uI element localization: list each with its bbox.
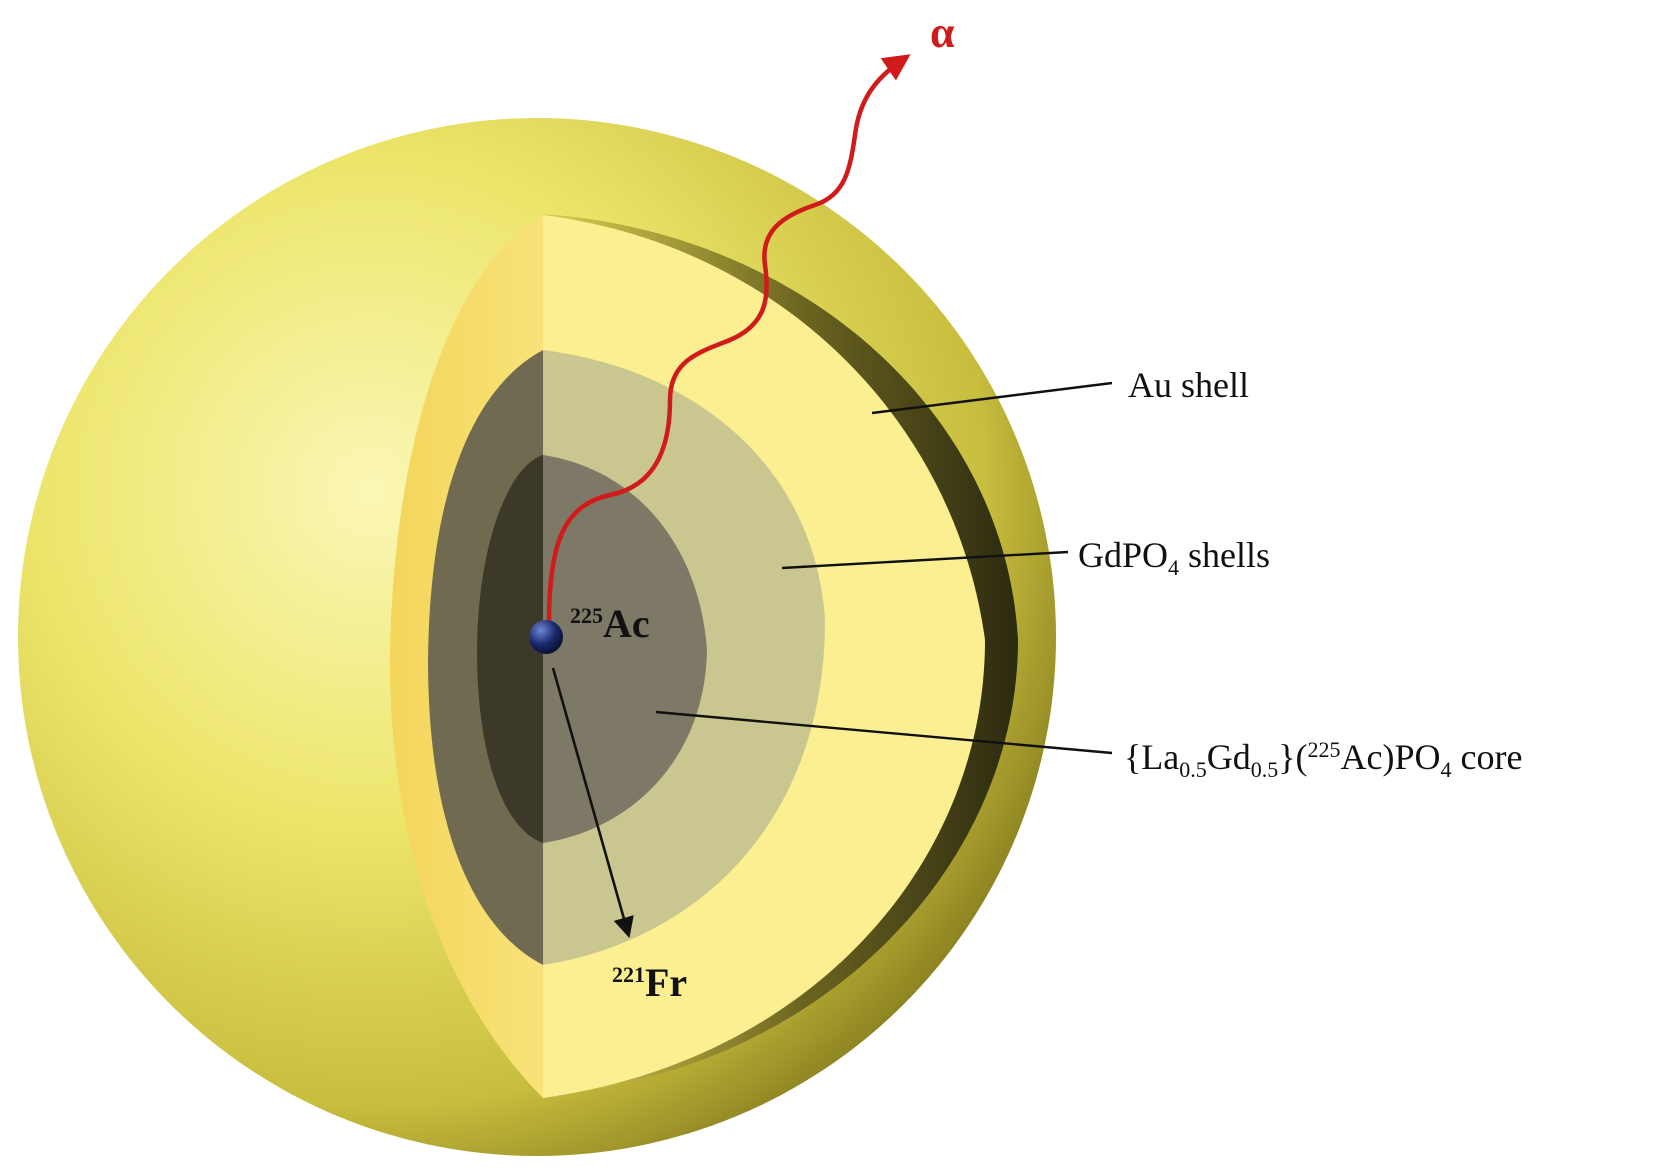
ac225-nucleus [529,620,563,654]
core-ac-mass-number: 225 [1308,737,1341,762]
core-label: {La0.5Gd0.5}(225Ac)PO4 core [1124,737,1522,782]
core-gd-subscript: 0.5 [1251,757,1279,782]
core-po-subscript: 4 [1441,757,1452,782]
core-brace: }( [1278,737,1307,777]
fr221-mass-number: 221 [612,962,645,987]
alpha-particle-track [546,54,911,628]
core-gd: Gd [1207,737,1251,777]
gdpo4-formula: GdPO [1078,535,1168,575]
au-shell-leader-line [871,381,1113,415]
gdpo4-shells-label: GdPO4 shells [1078,535,1270,580]
fr221-symbol: Fr [645,960,687,1005]
ac225-symbol: Ac [603,601,650,646]
recoil-arrow [551,667,634,939]
au-shell-label: Au shell [1128,365,1249,405]
gdpo4-subscript: 4 [1168,555,1179,580]
core-ac-po: Ac)PO [1341,737,1441,777]
core-la: {La [1124,737,1179,777]
alpha-label: α [930,8,955,57]
ac225-mass-number: 225 [570,603,603,628]
fr221-label: 221Fr [612,960,687,1005]
core-la-subscript: 0.5 [1179,757,1207,782]
core-suffix: core [1452,737,1523,777]
core-left-face [477,455,543,843]
gdpo4-suffix: shells [1179,535,1270,575]
gdpo4-leader-line [781,550,1069,570]
core-leader-line [655,710,1113,755]
core-cut-face [543,455,707,843]
ac225-label: 225Ac [570,601,650,646]
